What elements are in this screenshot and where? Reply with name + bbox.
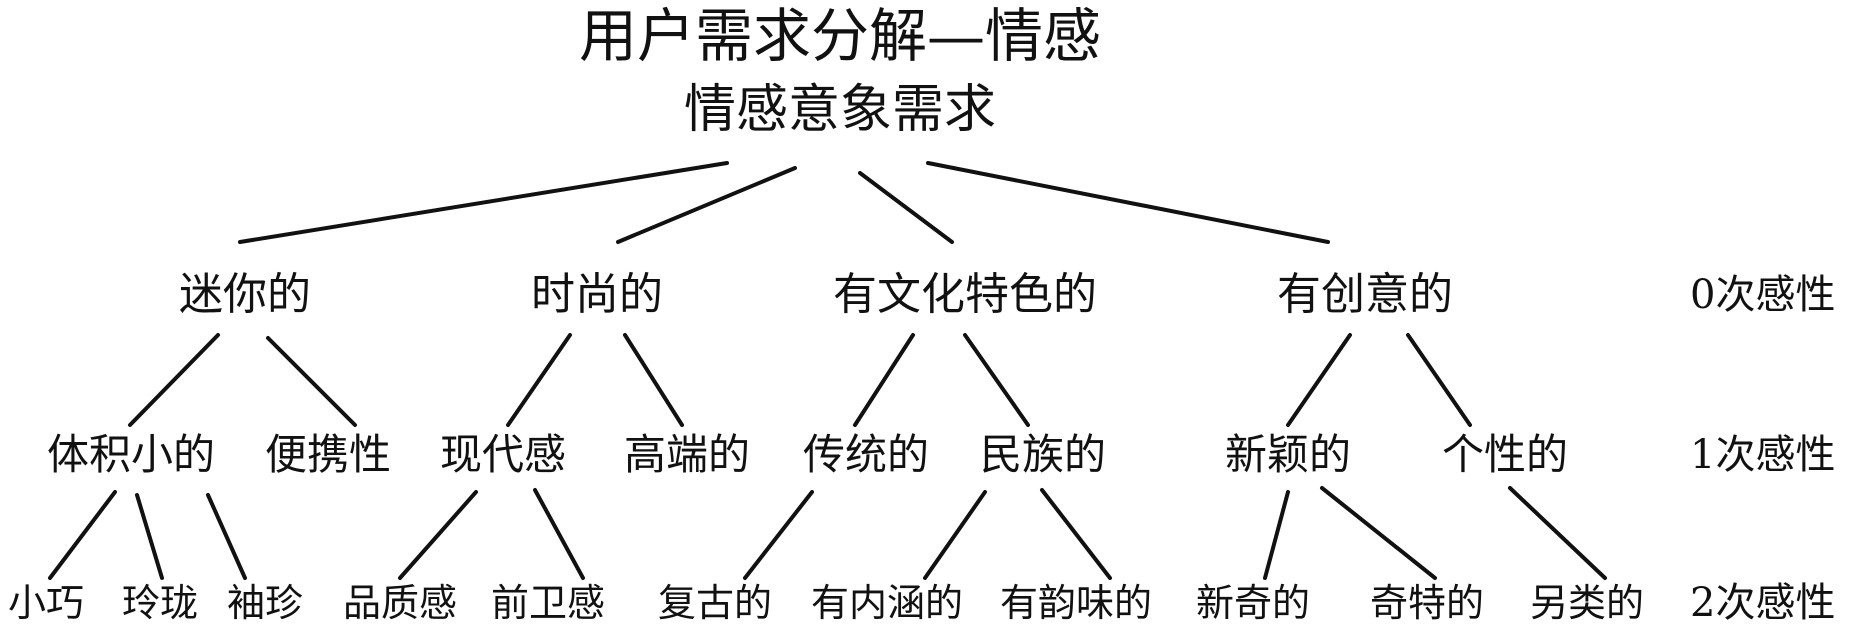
node-l1-portable: 便携性 xyxy=(264,430,392,479)
diagram-title: 用户需求分解—情感 xyxy=(578,2,1102,70)
edge-ethnic-connotation xyxy=(923,490,987,580)
node-l1-personal: 个性的 xyxy=(1441,430,1569,479)
node-l0-mini: 迷你的 xyxy=(179,269,311,320)
node-l1-modern: 现代感 xyxy=(439,430,567,479)
node-l1-small: 体积小的 xyxy=(46,430,216,479)
node-l2-retro: 复古的 xyxy=(657,581,773,625)
node-l2-peculiar: 奇特的 xyxy=(1369,581,1485,625)
edge-root-fashion xyxy=(616,166,797,244)
edge-small-xiaoqiao xyxy=(48,490,117,580)
node-l1-highend: 高端的 xyxy=(623,430,751,479)
edge-root-culture xyxy=(858,171,954,244)
node-l1-traditional: 传统的 xyxy=(802,430,930,479)
edge-novel-strange xyxy=(1263,490,1290,580)
node-l2-linglong: 玲珑 xyxy=(121,581,199,625)
edge-small-xiuzhen xyxy=(206,493,247,580)
level-label-0: 0次感性 xyxy=(1690,272,1836,318)
node-l0-fashion: 时尚的 xyxy=(531,269,663,320)
level-label-1: 1次感性 xyxy=(1690,432,1836,478)
edge-fashion-highend xyxy=(623,333,684,427)
root-node: 情感意象需求 xyxy=(683,80,997,140)
edge-novel-peculiar xyxy=(1320,486,1437,580)
node-l2-charm: 有韵味的 xyxy=(999,581,1153,625)
node-l1-novel: 新颖的 xyxy=(1224,430,1352,479)
edge-modern-quality xyxy=(398,490,478,580)
edge-traditional-retro xyxy=(743,490,814,580)
level-label-2: 2次感性 xyxy=(1690,580,1836,626)
edge-root-mini xyxy=(238,161,729,244)
edge-personal-offbeat xyxy=(1508,486,1607,580)
edge-mini-small xyxy=(128,333,220,427)
node-l2-strange: 新奇的 xyxy=(1195,581,1311,625)
edge-root-creative xyxy=(926,161,1330,244)
node-l2-xiuzhen: 袖珍 xyxy=(226,581,304,625)
node-l2-connotation: 有内涵的 xyxy=(810,581,964,625)
node-l0-creative: 有创意的 xyxy=(1277,269,1453,320)
node-l2-xiaoqiao: 小巧 xyxy=(7,581,85,625)
edge-creative-personal xyxy=(1406,333,1472,427)
node-l0-culture: 有文化特色的 xyxy=(833,269,1097,320)
edge-small-linglong xyxy=(135,493,164,580)
node-l1-ethnic: 民族的 xyxy=(979,430,1107,479)
node-l2-quality: 品质感 xyxy=(342,581,458,625)
edge-mini-portable xyxy=(266,336,357,427)
edge-modern-avantgarde xyxy=(533,488,585,580)
node-l2-offbeat: 另类的 xyxy=(1529,581,1645,625)
edge-creative-novel xyxy=(1286,333,1352,427)
edge-culture-ethnic xyxy=(963,333,1030,427)
edge-ethnic-charm xyxy=(1040,488,1112,580)
edge-fashion-modern xyxy=(506,333,572,427)
edge-culture-traditional xyxy=(853,333,915,427)
node-l2-avantgarde: 前卫感 xyxy=(490,581,606,625)
